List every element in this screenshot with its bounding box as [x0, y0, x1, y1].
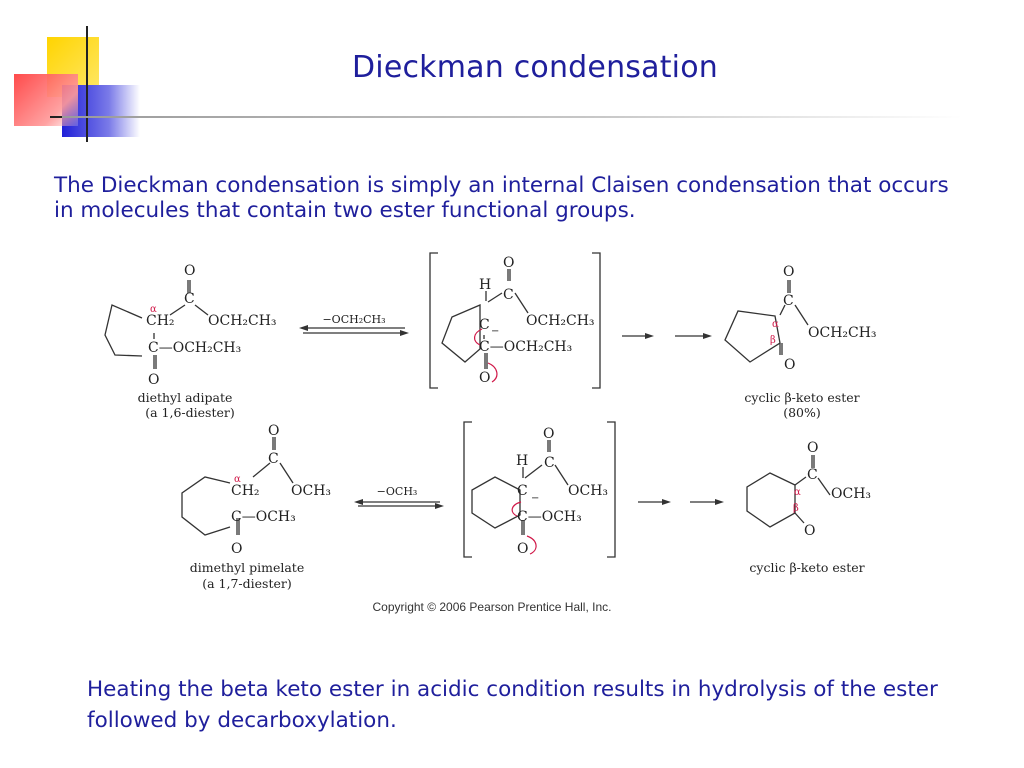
bracket-right-1: [592, 252, 601, 389]
r1-product-name: cyclic β-keto ester: [744, 390, 859, 405]
r2-prod-c: C: [807, 467, 818, 483]
pimelate-chain: [181, 476, 231, 536]
r2-int-och3: OCH₃: [568, 483, 608, 499]
adipate-chain: [104, 304, 143, 357]
r1-int-c-och2ch3: C—OCH₂CH₃: [479, 339, 572, 355]
arrowhead-fwd1b: [703, 333, 712, 339]
title-divider: [62, 116, 962, 118]
closing-paragraph: Heating the beta keto ester in acidic co…: [87, 677, 938, 733]
arrowhead-eq1-left: [299, 325, 308, 331]
r2-alpha: α: [234, 474, 241, 485]
r2-product-name: cyclic β-keto ester: [749, 560, 864, 575]
deco-vertical-line: [86, 26, 88, 142]
r1-int-och2ch3: OCH₂CH₃: [526, 313, 595, 329]
arrowhead-fwd1a: [645, 333, 654, 339]
r1-alpha: α: [150, 304, 157, 315]
cyclohexane-product: [746, 472, 796, 528]
r2-prod-alpha: α: [794, 487, 801, 498]
r2-reactant-c-top: C: [268, 451, 279, 467]
r1-product-yield: (80%): [783, 405, 821, 420]
r1-prod-och2ch3: OCH₂CH₃: [808, 325, 877, 341]
slide-title: Dieckman condensation: [352, 50, 718, 85]
r2-prod-beta: β: [793, 503, 799, 514]
r1-int-o-bottom: O: [479, 370, 490, 386]
r2-reactant-o-bottom: O: [231, 541, 242, 557]
r1-prod-c: C: [783, 293, 794, 309]
r2-ch2: CH₂: [231, 483, 260, 499]
arrowhead-fwd2a: [662, 499, 671, 505]
r2-int-o-top: O: [543, 426, 554, 442]
r2-int-c-top: C: [544, 455, 555, 471]
r1-int-h: H: [479, 277, 491, 293]
r2-reagent: −OCH₃: [377, 485, 418, 498]
intro-paragraph: The Dieckman condensation is simply an i…: [54, 173, 949, 223]
electron-arrow-1a: [474, 328, 483, 346]
r1-reactant-note: (a 1,6-diester): [145, 405, 235, 420]
r2-int-c-mid: C: [517, 483, 528, 499]
r2-int-o-bottom: O: [517, 541, 528, 557]
r1-reactant-c-top: C: [184, 291, 195, 307]
r1-reactant-name: diethyl adipate: [138, 390, 233, 405]
r1-prod-o-top: O: [783, 264, 794, 280]
arrowhead-eq1-right: [400, 330, 409, 336]
r1-ch2: CH₂: [146, 313, 175, 329]
cyclohexane-intermediate: [471, 476, 521, 529]
r2-int-minus: −: [531, 493, 539, 504]
r2-int-h: H: [516, 453, 528, 469]
r1-int-c-mid: C: [479, 317, 490, 333]
r2-prod-o-top: O: [807, 440, 818, 456]
r1-reagent: −OCH₂CH₃: [322, 313, 385, 326]
bracket-left-1: [429, 252, 438, 389]
r2-reactant-note: (a 1,7-diester): [202, 576, 292, 591]
electron-arrow-2a: [511, 501, 522, 517]
reaction-scheme-figure: O C α CH₂ OCH₂CH₃ C—OCH₂CH₃ O diethyl ad…: [104, 252, 877, 614]
cyclopentane-product: [724, 310, 781, 363]
r2-int-c-och3: C—OCH₃: [517, 509, 582, 525]
electron-arrow-1b: [487, 362, 498, 383]
bracket-left-2: [463, 421, 472, 558]
r1-reactant-o-bottom: O: [148, 372, 159, 388]
r1-prod-alpha: α: [772, 319, 779, 330]
arrowhead-fwd2b: [715, 499, 724, 505]
r2-reactant-name: dimethyl pimelate: [190, 560, 304, 575]
r1-int-minus: −: [491, 326, 499, 337]
r1-int-o-top: O: [503, 255, 514, 271]
figure-copyright: Copyright © 2006 Pearson Prentice Hall, …: [373, 600, 612, 614]
r2-reactant-o-top: O: [268, 423, 279, 439]
r2-c-och3: C—OCH₃: [231, 509, 296, 525]
r1-prod-o-bottom: O: [784, 357, 795, 373]
r2-prod-o-bottom: O: [804, 523, 815, 539]
r1-reactant-o-top: O: [184, 263, 195, 279]
r1-c-och2ch3: C—OCH₂CH₃: [148, 340, 241, 356]
arrowhead-eq2-left: [354, 499, 363, 505]
r1-och2ch3-top: OCH₂CH₃: [208, 313, 277, 329]
arrowhead-eq2-right: [435, 503, 444, 509]
electron-arrow-2b: [526, 535, 537, 555]
cyclopentane-intermediate: [441, 304, 481, 363]
r1-int-c-top: C: [503, 287, 514, 303]
r2-och3-top: OCH₃: [291, 483, 331, 499]
bracket-right-2: [607, 421, 616, 558]
r1-prod-beta: β: [770, 335, 776, 346]
r2-prod-och3: OCH₃: [831, 486, 871, 502]
